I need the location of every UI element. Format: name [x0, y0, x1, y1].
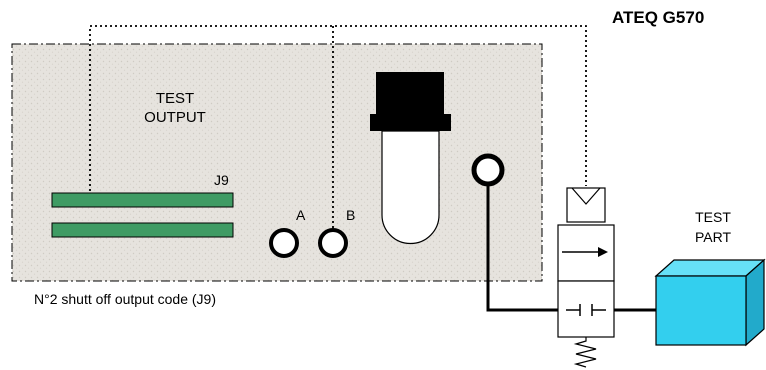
test-part-label-line2: PART — [694, 229, 732, 245]
return-spring-icon — [573, 337, 597, 368]
filter-bowl — [381, 130, 440, 245]
test-output-label-line2: OUTPUT — [144, 109, 206, 126]
j9-connector-label: J9 — [214, 172, 229, 188]
test-part-label: TEST PART — [678, 207, 748, 247]
output-port-icon — [471, 153, 505, 187]
valve-lower-square — [557, 280, 615, 338]
output-pipe — [486, 184, 558, 312]
test-part-cube — [654, 258, 766, 347]
port-a-label: A — [296, 207, 306, 223]
port-a-icon — [269, 228, 299, 258]
diagram-caption: N°2 shutt off output code (J9) — [34, 291, 216, 307]
filter-collar — [370, 114, 451, 131]
diagram-title: ATEQ G570 — [612, 8, 705, 27]
filter-cap — [376, 72, 444, 117]
test-part-label-line1: TEST — [695, 209, 731, 225]
port-b-icon — [318, 228, 348, 258]
solenoid-box — [566, 187, 606, 223]
solenoid-valve — [557, 187, 615, 368]
j9-connector-bar-top — [51, 192, 234, 208]
test-output-label-line1: TEST — [155, 90, 195, 107]
j9-connector-bar-bottom — [51, 222, 234, 238]
pilot-signal-line — [89, 25, 587, 196]
port-b-label: B — [346, 207, 356, 223]
test-output-label: TEST OUTPUT — [130, 89, 220, 127]
